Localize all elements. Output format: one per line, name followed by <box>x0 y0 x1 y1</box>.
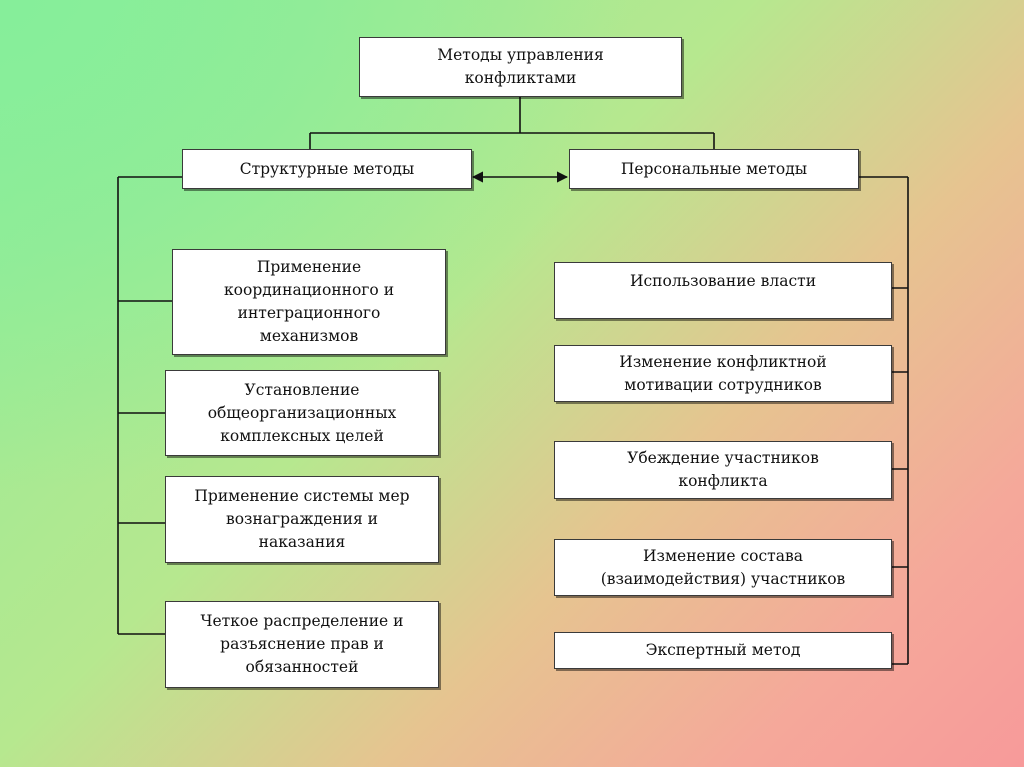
personal-item-expert: Экспертный метод <box>554 632 892 669</box>
structural-item-rights: Четкое распределение и разъяснение прав … <box>165 601 439 688</box>
personal-methods-header: Персональные методы <box>569 149 859 189</box>
personal-item-persuasion: Убеждение участников конфликта <box>554 441 892 499</box>
personal-item-composition: Изменение состава (взаимодействия) участ… <box>554 539 892 596</box>
root-node: Методы управления конфликтами <box>359 37 682 97</box>
personal-item-power: Использование власти <box>554 262 892 319</box>
structural-item-rewards: Применение системы мер вознаграждения и … <box>165 476 439 563</box>
personal-item-motivation: Изменение конфликтной мотивации сотрудни… <box>554 345 892 402</box>
structural-item-coordination: Применение координационного и интеграцио… <box>172 249 446 355</box>
structural-item-goals: Установление общеорганизационных комплек… <box>165 370 439 456</box>
structural-methods-header: Структурные методы <box>182 149 472 189</box>
